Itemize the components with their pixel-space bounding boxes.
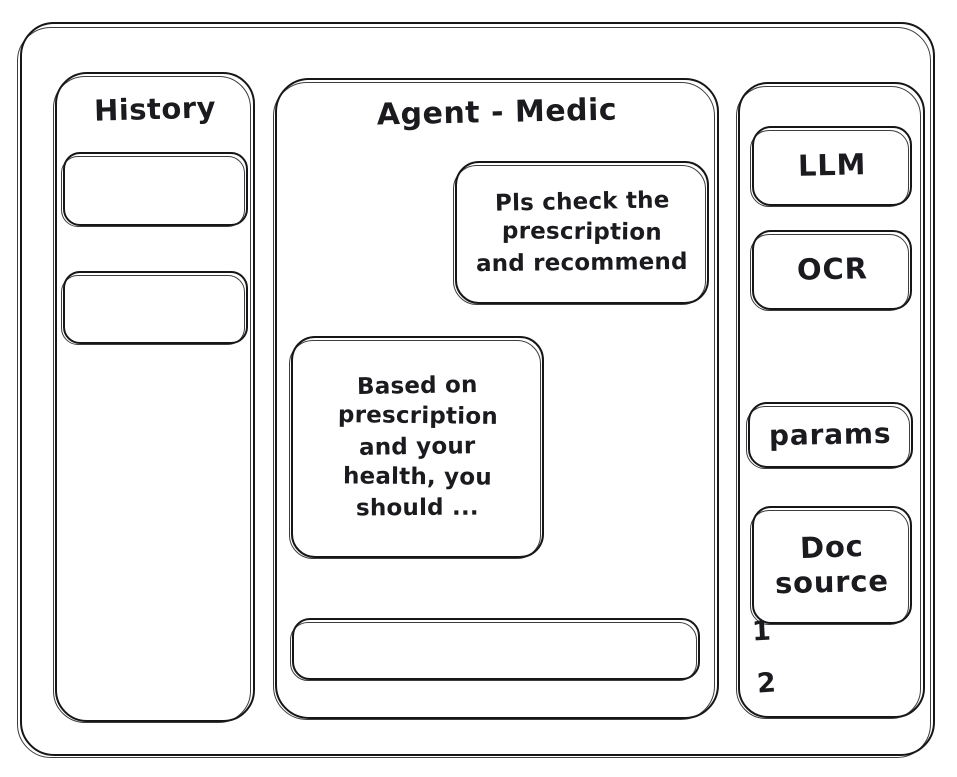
tool-card-doc-source[interactable]: Doc source — [750, 506, 912, 625]
user-message-line: Pls check the — [494, 186, 670, 217]
message-input[interactable] — [290, 618, 700, 681]
doc-source-list-item[interactable]: 1 — [751, 615, 772, 648]
assistant-message-bubble: Based on prescription and your health, y… — [289, 336, 544, 559]
tool-card-ocr[interactable]: OCR — [750, 230, 912, 311]
history-panel-title: History — [93, 90, 217, 128]
tool-label-line: Doc — [799, 528, 865, 565]
history-list-item[interactable] — [61, 271, 248, 345]
user-message-line: and recommend — [476, 248, 688, 277]
assistant-message-line: Based on — [356, 371, 479, 400]
assistant-message-line: should ... — [356, 494, 479, 522]
tool-card-llm[interactable]: LLM — [750, 126, 912, 207]
doc-source-list-item[interactable]: 2 — [755, 667, 777, 700]
tool-label: OCR — [796, 251, 868, 287]
user-message-line: prescription — [501, 218, 663, 247]
assistant-message-line: prescription — [337, 402, 498, 431]
assistant-message-line: and your — [359, 432, 476, 461]
tool-label-line: source — [774, 563, 890, 601]
assistant-message-line: health, you — [342, 463, 493, 491]
tool-label: params — [769, 416, 892, 453]
history-list-item[interactable] — [61, 152, 248, 227]
tool-card-params[interactable]: params — [746, 402, 913, 469]
tool-label: LLM — [797, 147, 867, 184]
user-message-bubble: Pls check the prescription and recommend — [453, 161, 709, 305]
